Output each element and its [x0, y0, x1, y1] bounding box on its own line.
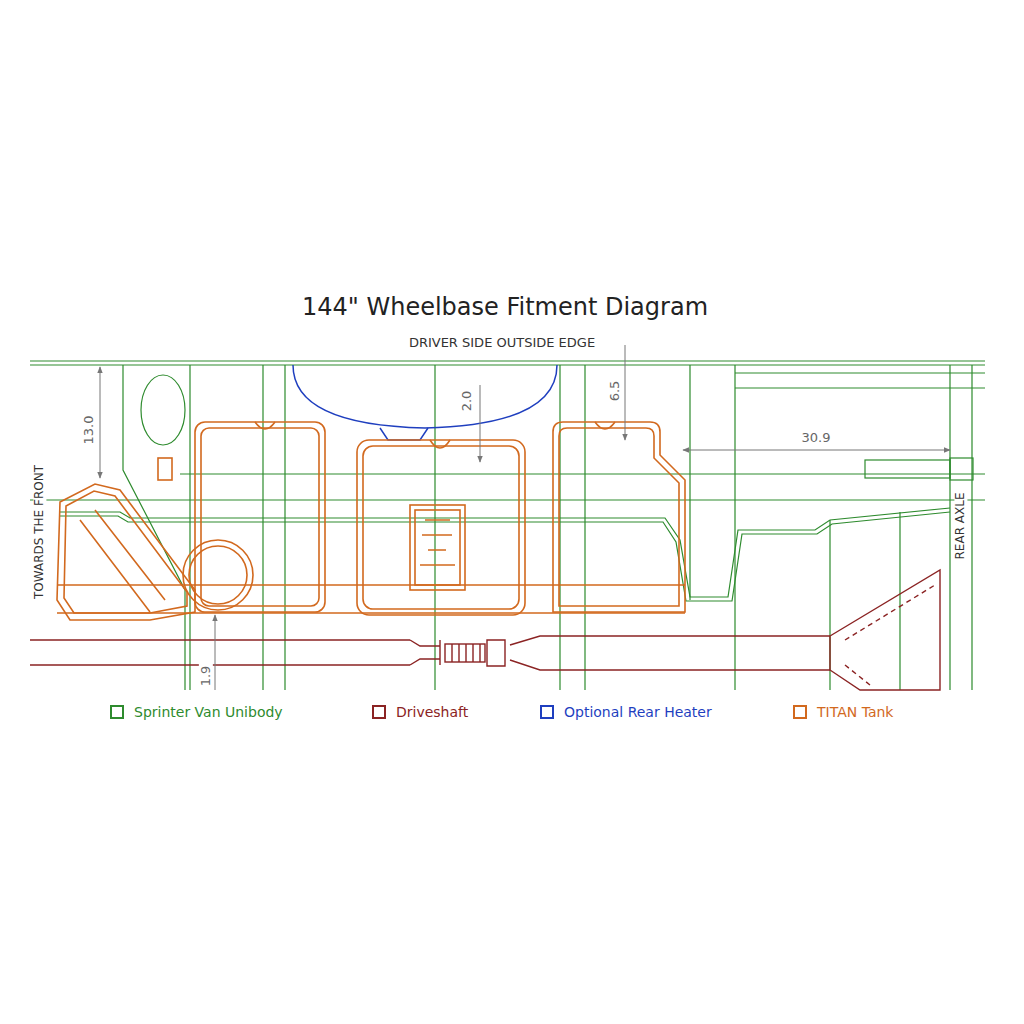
legend-text: TITAN Tank — [817, 704, 893, 720]
van-unibody-part — [950, 365, 972, 690]
van-unibody-part — [865, 460, 950, 478]
van-unibody-part — [950, 458, 973, 480]
titan-tank-part — [189, 546, 247, 604]
driveshaft-part — [445, 644, 485, 662]
titan-tank-part — [64, 491, 187, 613]
titan-tank-part — [201, 428, 319, 606]
dimension-lines-part — [215, 615, 216, 690]
legend-swatch — [110, 705, 124, 719]
dimension-value: 2.0 — [460, 389, 474, 414]
legend-swatch — [540, 705, 554, 719]
diagram-title: 144" Wheelbase Fitment Diagram — [302, 294, 708, 320]
van-unibody-part — [123, 365, 900, 690]
titan-tank-part — [559, 428, 679, 606]
dimension-lines — [100, 345, 950, 690]
legend-text: Optional Rear Heater — [564, 704, 712, 720]
legend-swatch — [793, 705, 807, 719]
legend-entry: Sprinter Van Unibody — [110, 704, 283, 720]
legend-entry: TITAN Tank — [793, 704, 893, 720]
dimension-lines-part — [480, 385, 481, 462]
dimension-value: 1.9 — [199, 664, 213, 689]
van-unibody — [30, 361, 985, 690]
titan-tank-part — [158, 458, 172, 480]
dimension-lines-part — [683, 450, 950, 451]
driveshaft-part — [30, 640, 410, 665]
legend-swatch — [372, 705, 386, 719]
driveshaft — [30, 570, 940, 690]
legend-text: Driveshaft — [396, 704, 468, 720]
titan-tank-part — [195, 422, 325, 612]
titan-tank-part — [430, 440, 450, 448]
legend-text: Sprinter Van Unibody — [134, 704, 283, 720]
driveshaft-part — [452, 644, 480, 662]
driveshaft-part — [845, 585, 935, 685]
titan-tank-part — [183, 540, 253, 610]
titan-tank-part — [80, 510, 165, 612]
dimension-value: 6.5 — [608, 379, 622, 404]
titan-tank-part — [357, 440, 525, 615]
dimension-value: 13.0 — [82, 414, 96, 447]
rear-heater-part — [380, 428, 428, 440]
titan-tank-part — [410, 505, 465, 590]
edge-note: DRIVER SIDE OUTSIDE EDGE — [407, 336, 597, 350]
driveshaft-part — [410, 640, 440, 665]
driveshaft-part — [510, 636, 830, 670]
titan-tank-part — [415, 510, 460, 585]
legend-entry: Driveshaft — [372, 704, 468, 720]
titan-tank-part — [420, 520, 455, 565]
dimension-lines-part — [100, 367, 101, 478]
dimension-value: 30.9 — [800, 431, 833, 445]
titan-tank — [57, 422, 685, 620]
titan-tank-part — [255, 422, 275, 429]
rear-heater-part — [293, 365, 557, 428]
van-unibody-part — [30, 361, 985, 500]
legend-entry: Optional Rear Heater — [540, 704, 712, 720]
van-unibody-part — [141, 375, 185, 445]
direction-note: TOWARDS THE FRONT — [33, 463, 46, 601]
titan-tank-part — [57, 484, 195, 620]
rear-heater — [293, 365, 557, 440]
driveshaft-part — [487, 640, 505, 666]
titan-tank-part — [595, 422, 615, 429]
titan-tank-part — [363, 446, 519, 609]
van-unibody-part — [60, 508, 950, 597]
axle-label: REAR AXLE — [954, 491, 967, 562]
titan-tank-part — [553, 422, 685, 612]
dimension-lines-part — [625, 345, 626, 440]
driveshaft-part — [830, 570, 940, 690]
